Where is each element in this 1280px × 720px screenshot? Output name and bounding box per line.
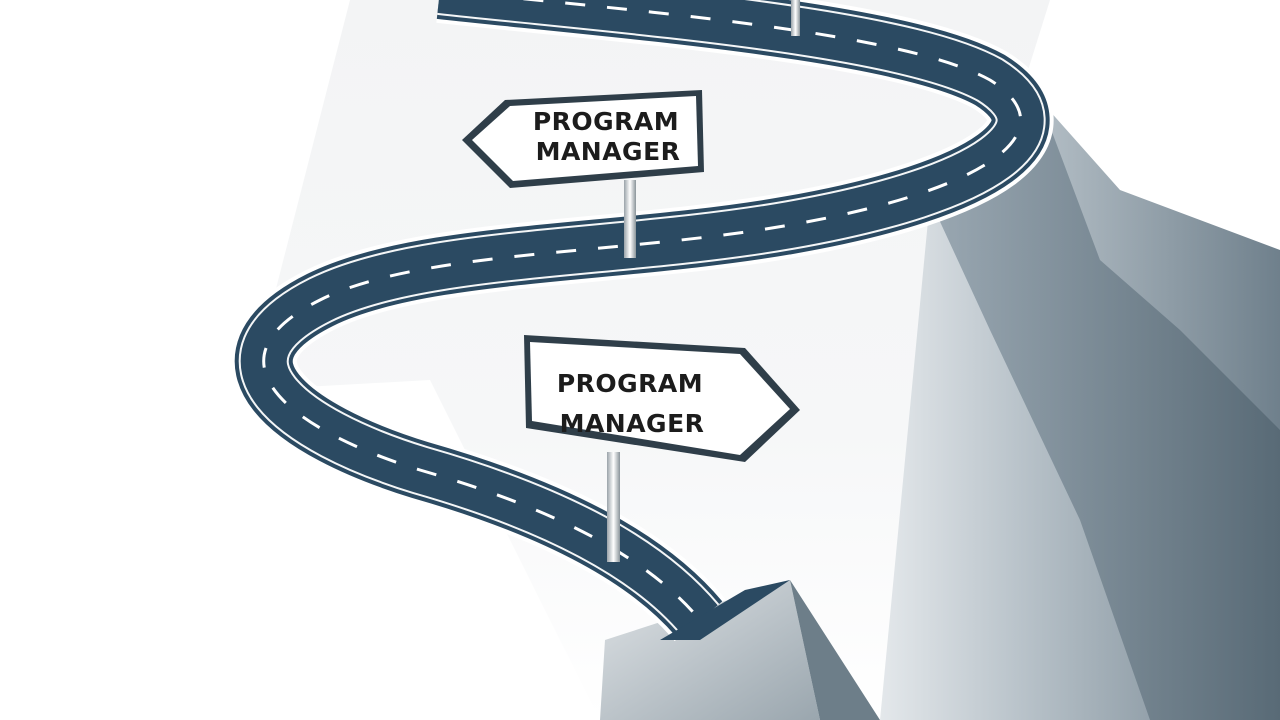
sign-upper-line2: MANAGER [536, 137, 681, 166]
sign-upper: PROGRAM MANAGER [462, 90, 704, 258]
cliff-right-shadow [930, 100, 1280, 720]
cliff-front [600, 580, 820, 720]
sign-upper-line1: PROGRAM [533, 107, 679, 136]
winding-road [230, 0, 1054, 642]
sign-upper-post [624, 180, 636, 258]
cliff-front-side [790, 580, 880, 720]
sign-lower-line1: PROGRAM [557, 369, 703, 398]
top-sign-post [791, 0, 800, 36]
road-center-dashes [262, 0, 1023, 621]
sign-lower-line2: MANAGER [560, 409, 705, 438]
sign-lower-post [607, 452, 620, 562]
sign-lower: PROGRAM MANAGER [524, 335, 800, 562]
